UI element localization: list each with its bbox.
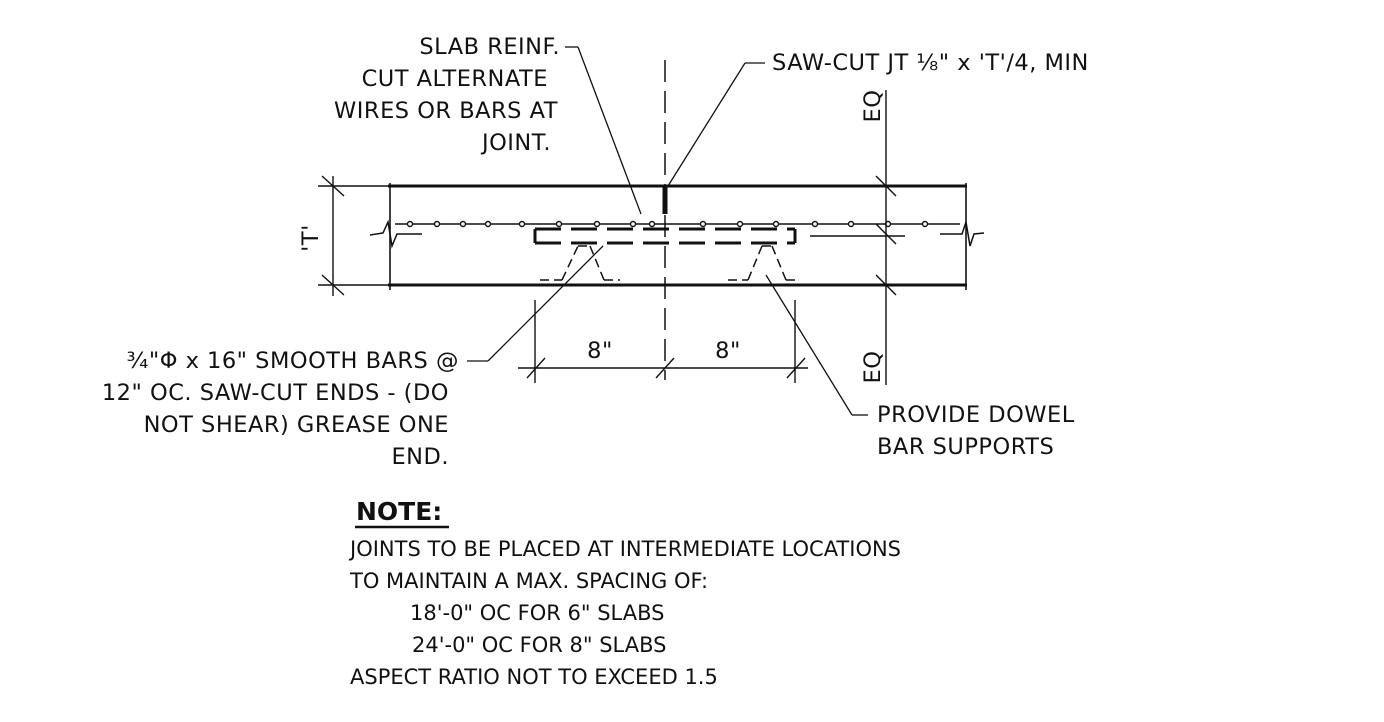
thickness-dimension <box>318 175 390 296</box>
svg-text:END.: END. <box>391 444 449 470</box>
svg-text:SLAB REINF.: SLAB REINF. <box>419 34 560 60</box>
dowel-bars-callout: ¾"Φ x 16" SMOOTH BARS @ 12" OC. SAW-CUT … <box>102 348 459 470</box>
eq-label-top: EQ <box>860 90 886 123</box>
eq-dimension <box>810 90 905 385</box>
break-line-left <box>369 219 422 249</box>
svg-text:12" OC. SAW-CUT ENDS - (DO: 12" OC. SAW-CUT ENDS - (DO <box>102 380 449 406</box>
leader-dowel-bars <box>467 245 604 362</box>
dowel-supports-callout: PROVIDE DOWEL BAR SUPPORTS <box>877 402 1075 460</box>
svg-text:CUT ALTERNATE: CUT ALTERNATE <box>362 66 548 92</box>
svg-text:ASPECT RATIO NOT TO EXCEED 1.5: ASPECT RATIO NOT TO EXCEED 1.5 <box>350 665 718 689</box>
leader-slab-reinf <box>565 46 642 215</box>
dowel-length-dimension <box>518 300 808 383</box>
thickness-label: 'T' <box>298 224 324 252</box>
svg-text:TO MAINTAIN A MAX. SPACING OF:: TO MAINTAIN A MAX. SPACING OF: <box>349 569 708 593</box>
saw-cut-callout: SAW-CUT JT ⅛" x 'T'/4, MIN <box>772 50 1089 76</box>
note-block: NOTE: JOINTS TO BE PLACED AT INTERMEDIAT… <box>348 497 901 689</box>
svg-text:24'-0" OC FOR 8" SLABS: 24'-0" OC FOR 8" SLABS <box>412 633 666 657</box>
dowel-support-right <box>728 245 800 281</box>
svg-text:BAR SUPPORTS: BAR SUPPORTS <box>877 434 1054 460</box>
dowel-support-left <box>540 245 620 281</box>
svg-text:¾"Φ x 16" SMOOTH BARS @: ¾"Φ x 16" SMOOTH BARS @ <box>127 348 459 374</box>
svg-text:WIRES OR BARS AT: WIRES OR BARS AT <box>334 98 558 124</box>
note-title: NOTE: <box>356 497 442 526</box>
leader-saw-cut <box>667 62 765 187</box>
dimension-right-label: 8" <box>715 338 741 364</box>
dimension-left-label: 8" <box>587 338 613 364</box>
svg-text:PROVIDE DOWEL: PROVIDE DOWEL <box>877 402 1075 428</box>
reinforcement-dots <box>406 220 929 228</box>
svg-text:JOINT.: JOINT. <box>480 130 551 156</box>
svg-text:18'-0" OC FOR 6" SLABS: 18'-0" OC FOR 6" SLABS <box>410 601 664 625</box>
break-line-right <box>940 221 985 247</box>
slab-reinf-callout: SLAB REINF. CUT ALTERNATE WIRES OR BARS … <box>334 34 560 156</box>
svg-text:JOINTS TO BE PLACED AT INTERME: JOINTS TO BE PLACED AT INTERMEDIATE LOCA… <box>348 537 901 561</box>
leader-supports <box>765 274 868 416</box>
dowel-bar <box>533 227 797 245</box>
svg-text:NOT SHEAR) GREASE ONE: NOT SHEAR) GREASE ONE <box>144 412 449 438</box>
eq-label-bottom: EQ <box>860 351 886 384</box>
